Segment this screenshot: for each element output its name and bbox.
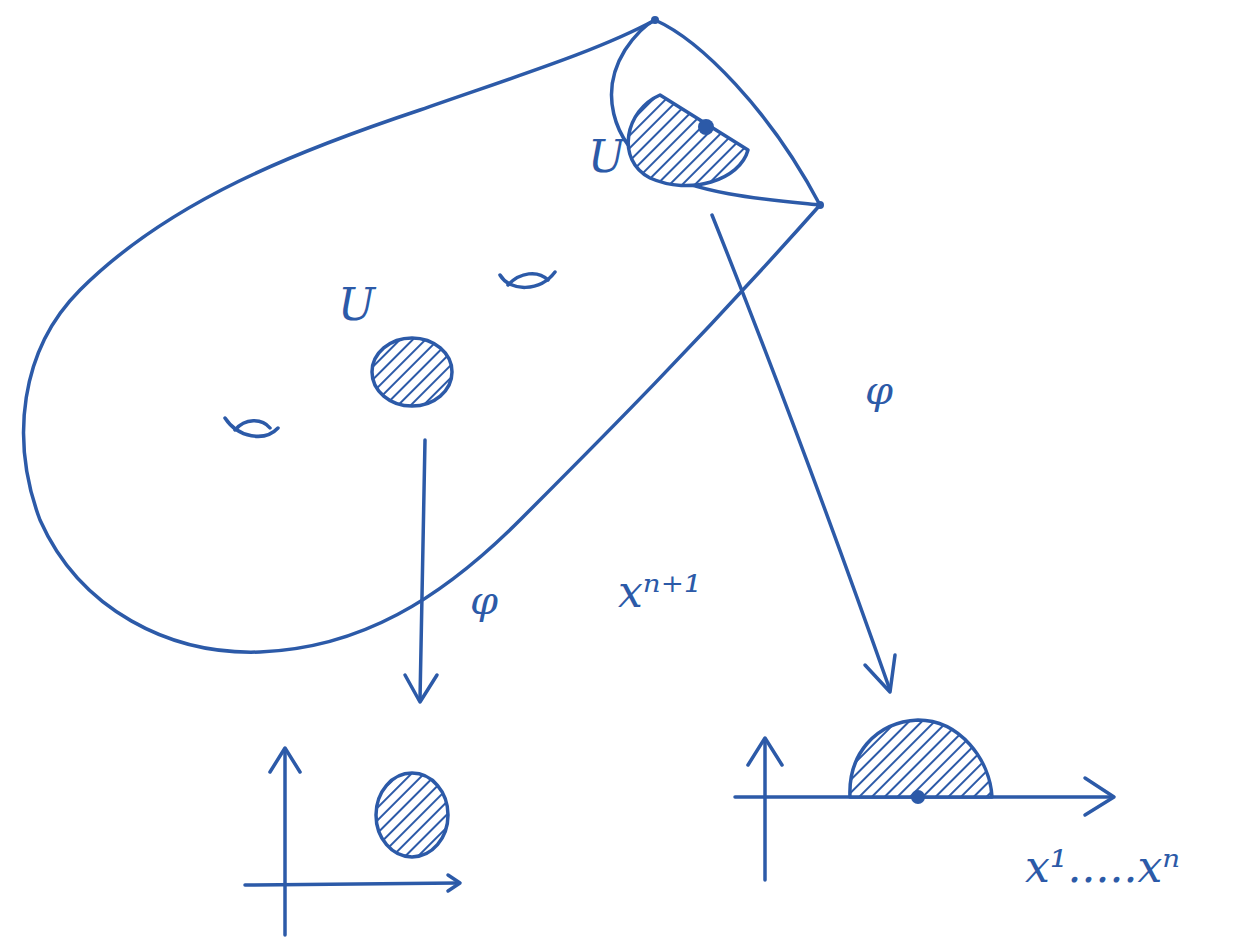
arrow-head	[270, 748, 300, 772]
set-label: U	[588, 135, 625, 179]
chart-disk	[376, 773, 448, 857]
axis	[763, 740, 767, 880]
axis-label: xⁿ⁺¹	[618, 570, 702, 614]
axis	[283, 750, 287, 935]
boundary-point	[911, 790, 925, 804]
hole	[508, 274, 548, 285]
chart-half-disk	[850, 720, 992, 797]
corner-point	[651, 16, 659, 24]
boundary-point	[698, 119, 714, 135]
hole	[235, 421, 270, 430]
map-label: φ	[470, 580, 498, 620]
interior-disk	[372, 338, 452, 406]
set-label: U	[338, 283, 375, 327]
map-label: φ	[865, 370, 893, 410]
corner-point	[816, 201, 824, 209]
hole	[500, 272, 555, 287]
hole	[225, 418, 278, 436]
boundary-half-disk	[628, 95, 748, 186]
arrow-head	[1085, 778, 1114, 815]
axis	[245, 883, 458, 885]
arrow-head	[448, 875, 460, 891]
arrow-head	[748, 738, 782, 765]
boundary-opening	[612, 20, 820, 205]
arrow-head	[405, 675, 437, 702]
axis-label: x¹.....xⁿ	[1025, 845, 1180, 889]
arrow-head	[865, 655, 895, 692]
chart-arrow	[712, 215, 890, 690]
chart-arrow	[420, 440, 425, 700]
